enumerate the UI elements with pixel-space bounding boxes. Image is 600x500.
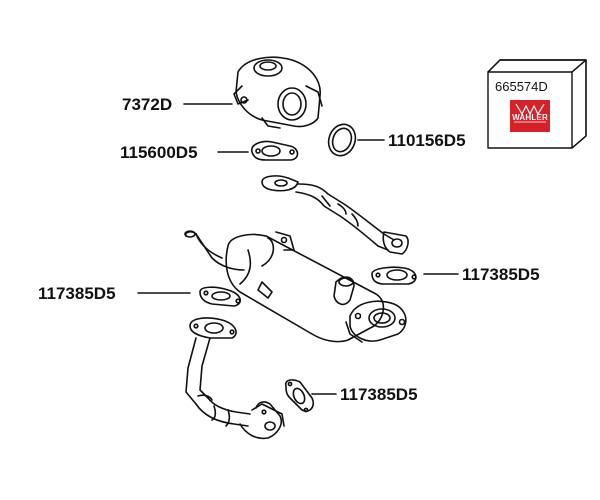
gasket-bottom-drawing	[284, 379, 315, 413]
callout-egr-valve: 7372D	[122, 95, 173, 114]
lower-pipe-drawing	[185, 317, 285, 440]
callout-gasket-bottom: 117385D5	[340, 385, 418, 404]
flange-gasket-top-drawing	[251, 140, 299, 161]
o-ring-drawing	[327, 123, 357, 157]
callout-gasket-right: 117385D5	[462, 265, 540, 284]
wahler-logo-text: WAHLER	[512, 113, 548, 122]
connecting-pipe-drawing	[261, 175, 409, 255]
egr-cooler-drawing	[184, 230, 407, 343]
gasket-left-drawing	[199, 286, 241, 307]
gasket-right-drawing	[371, 266, 417, 285]
egr-valve-drawing	[233, 56, 323, 129]
kit-part-number: 665574D	[495, 79, 548, 94]
callout-o-ring: 110156D5	[388, 131, 466, 150]
callout-flange-gasket-top: 115600D5	[120, 143, 198, 162]
wahler-logo: WAHLER	[510, 100, 550, 132]
callout-gasket-left: 117385D5	[38, 284, 116, 303]
